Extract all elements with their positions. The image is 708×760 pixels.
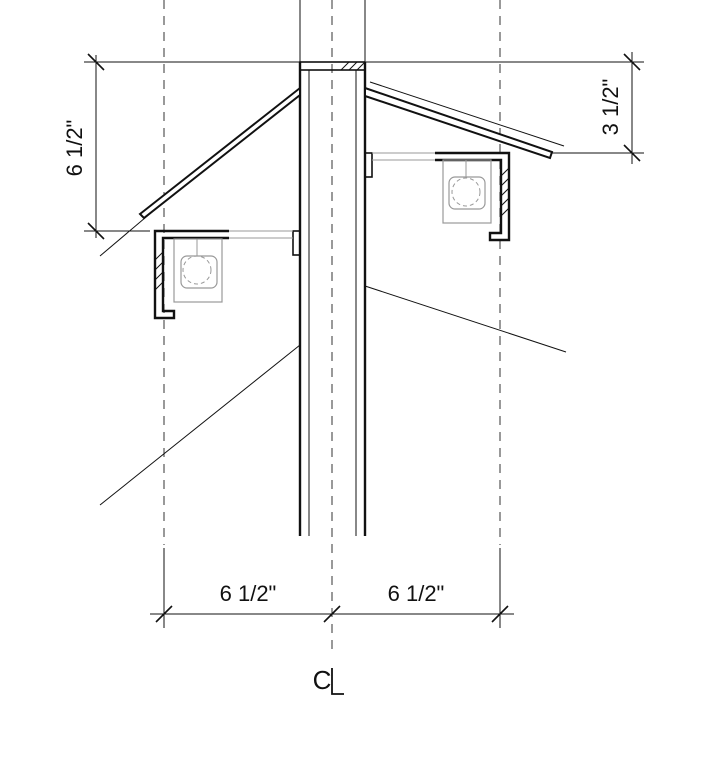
post-top-cap <box>299 61 366 71</box>
bottom-horizontal-dimension: 6 1/2" 6 1/2" <box>150 548 514 628</box>
left-bracket-hatch-2 <box>154 261 164 271</box>
left-bracket-hatch-4 <box>154 281 164 291</box>
centerline-symbol-c: C <box>313 665 332 695</box>
left-arm-shadow-line <box>99 211 153 257</box>
bottom-dim-tick-right <box>491 605 509 623</box>
left-bracket-hatch-3 <box>154 271 164 281</box>
left-fixture-housing <box>173 238 223 303</box>
right-arm-shadow-line <box>369 81 565 147</box>
right-post-plate <box>364 152 373 178</box>
left-bracket-channel <box>153 229 229 320</box>
left-dim-label: 6 1/2" <box>62 120 87 177</box>
center-post <box>298 0 367 536</box>
post-cap-hatch-1 <box>340 61 350 71</box>
bottom-left-dim-label: 6 1/2" <box>220 581 277 606</box>
bottom-dim-tick-left <box>155 605 173 623</box>
centerline-symbol-label: CL <box>332 689 334 691</box>
right-vertical-dimension: 3 1/2" <box>598 52 641 164</box>
post-cap-hatch-2 <box>348 61 358 71</box>
right-bracket-hatch-2 <box>500 177 510 187</box>
right-diagonal-line <box>364 285 567 353</box>
right-bracket-hatch-5 <box>500 207 510 217</box>
right-bracket-channel <box>435 151 511 242</box>
centerline-symbol: C CL <box>313 665 344 695</box>
right-bracket-hatch-1 <box>500 167 510 177</box>
left-arm-body <box>138 85 301 220</box>
left-bracket-assembly <box>153 229 293 320</box>
left-vertical-dimension: 6 1/2" <box>62 53 105 240</box>
bottom-dim-tick-center <box>323 605 341 623</box>
lower-left-diagonal-line <box>99 344 301 506</box>
left-bracket-hatch-1 <box>154 251 164 261</box>
post-cap-hatch-3 <box>356 61 366 71</box>
right-fixture-housing <box>442 159 492 224</box>
right-dim-tick-top <box>623 53 641 71</box>
right-bracket-assembly <box>372 151 511 242</box>
bottom-right-dim-label: 6 1/2" <box>388 581 445 606</box>
centerline-symbol-l <box>331 668 344 695</box>
left-dim-tick-bottom <box>87 222 105 240</box>
right-bracket-hatch-3 <box>500 187 510 197</box>
left-dim-tick-top <box>87 53 105 71</box>
left-sloped-arm <box>99 85 301 257</box>
left-fixture-inner <box>180 255 218 289</box>
right-fixture-lamp <box>451 177 481 207</box>
right-bracket-hatch-4 <box>500 197 510 207</box>
right-dim-label: 3 1/2" <box>598 79 623 136</box>
right-arm-body <box>364 86 554 160</box>
right-sloped-arm <box>364 81 565 160</box>
right-fixture-inner <box>448 176 486 210</box>
right-dim-tick-bottom <box>623 144 641 162</box>
left-fixture-lamp <box>182 255 212 285</box>
left-post-plate <box>292 230 301 256</box>
